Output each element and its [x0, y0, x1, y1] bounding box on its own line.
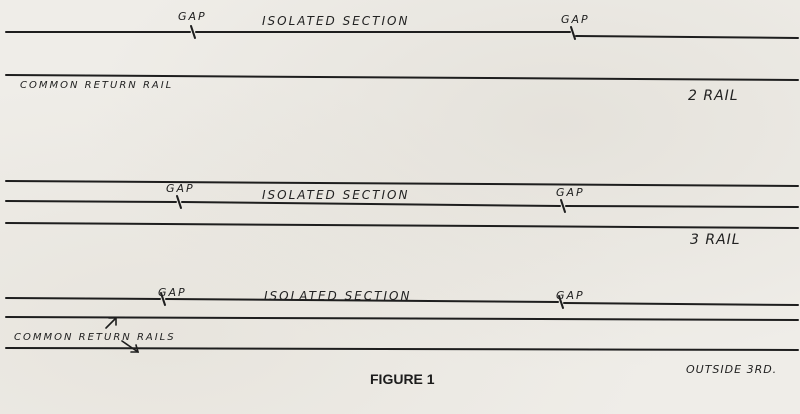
gap-label-3r-right: GAP — [556, 186, 585, 199]
isolated-section-label-3r: ISOLATED SECTION — [262, 188, 409, 202]
rail-2r-top-seg-3 — [575, 35, 799, 39]
gap-label-2r-left: GAP — [178, 10, 207, 23]
rail-3r-top — [5, 180, 799, 187]
three-rail-label: 3 RAIL — [690, 232, 741, 248]
rail-3r-iso-seg-1 — [5, 200, 177, 203]
gap-tick-2r-left — [190, 25, 196, 39]
isolated-section-label-2r: ISOLATED SECTION — [262, 14, 409, 28]
rail-3r-third-seg-1 — [5, 297, 161, 300]
outside-third-label: OUTSIDE 3RD. — [686, 363, 777, 376]
gap-label-third-left: GAP — [158, 286, 187, 299]
rail-3r-third-seg-3 — [563, 302, 799, 306]
gap-label-3r-left: GAP — [166, 182, 195, 195]
gap-tick-3r-left — [176, 195, 182, 209]
rail-3r-iso-seg-2 — [181, 201, 561, 207]
rail-3r-mid — [5, 222, 799, 229]
isolated-section-label-third: ISOLATED SECTION — [264, 289, 411, 303]
rail-3r-third-seg-2 — [165, 298, 559, 303]
arrow-down-icon — [121, 340, 140, 353]
common-return-rails-label: COMMON RETURN RAILS — [14, 332, 176, 343]
arrow-up-icon — [105, 317, 117, 329]
gap-tick-2r-right — [570, 26, 576, 40]
gap-tick-3r-third-right — [558, 295, 564, 309]
rail-3r-iso-seg-3 — [565, 205, 799, 208]
gap-tick-3r-right — [560, 199, 566, 213]
gap-tick-3r-third-left — [160, 292, 166, 306]
gap-label-third-right: GAP — [556, 289, 585, 302]
rail-3r-return-1 — [5, 316, 799, 321]
figure-caption: FIGURE 1 — [370, 371, 435, 387]
rail-2r-return — [5, 74, 799, 81]
gap-label-2r-right: GAP — [561, 13, 590, 26]
rail-3r-return-2 — [5, 347, 799, 351]
common-return-rail-label: COMMON RETURN RAIL — [20, 80, 173, 91]
two-rail-label: 2 RAIL — [688, 88, 739, 104]
